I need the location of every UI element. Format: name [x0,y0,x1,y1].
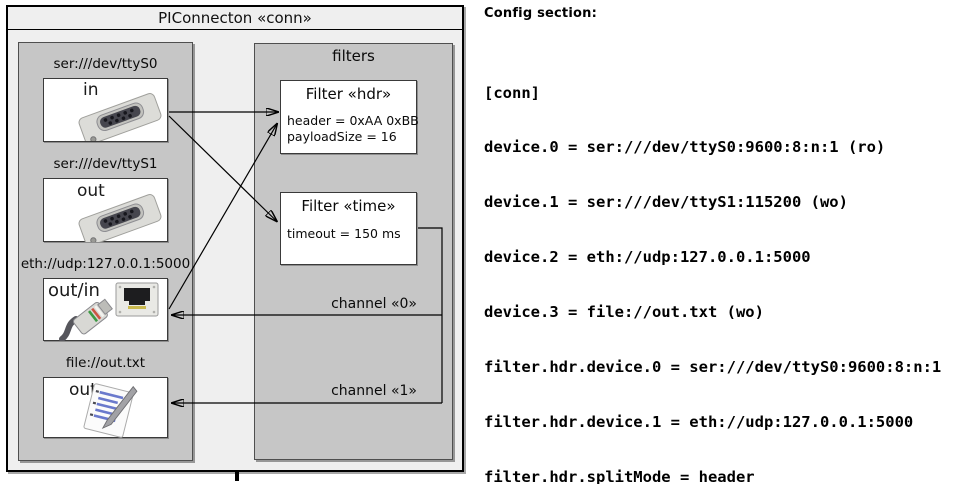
config-line: device.2 = eth://udp:127.0.0.1:5000 [484,248,811,267]
device-port-label: out [69,380,97,400]
device-port-label: out [77,181,105,201]
config-heading: Config section: [484,6,597,21]
config-line: filter.hdr.device.0 = ser:///dev/ttyS0:9… [484,358,942,377]
device-port-label: out/in [48,280,100,301]
devices-panel: ser:///dev/ttyS0 in ser [18,42,193,461]
config-line: filter.hdr.splitMode = header [484,467,755,484]
db9-serial-connector-icon [78,194,162,242]
filter-hdr-property: payloadSize = 16 [287,129,397,144]
device-box-eth: out/in [43,278,168,341]
config-line: device.3 = file://out.txt (wo) [484,303,764,322]
notepad-icon [83,383,138,438]
filter-time-box: Filter «time» timeout = 150 ms [280,192,417,265]
config-line: filter.hdr.device.1 = eth://udp:127.0.0.… [484,412,914,431]
diagram-anchor-tick [235,470,239,481]
device-port-label: in [83,80,99,100]
piconnecton-diagram: PIConnecton «conn» ser:///dev/ttyS0 in [6,5,464,472]
config-line: device.1 = ser:///dev/ttyS1:115200 (wo) [484,193,848,212]
filter-time-property: timeout = 150 ms [287,226,401,241]
ethernet-plug-icon [59,298,113,341]
channel-1-label: channel «1» [331,383,417,399]
device-label-file: file://out.txt [65,355,146,371]
filter-hdr-property: header = 0xAA 0xBB [287,113,419,128]
db9-serial-connector-icon [78,93,162,141]
device-label-ttys0: ser:///dev/ttyS0 [53,56,158,72]
device-label-ttys1: ser:///dev/ttyS1 [53,156,158,172]
channel-0-label: channel «0» [331,296,417,312]
config-section-header: [conn] [484,83,540,102]
filters-panel: filters Filter «hdr» header = 0xAA 0xBB … [254,43,453,460]
device-box-ttys1: out [43,178,168,242]
filter-time-title: Filter «time» [301,197,396,215]
filter-hdr-title: Filter «hdr» [305,85,392,103]
device-label-eth: eth://udp:127.0.0.1:5000 [20,256,191,272]
filters-panel-title: filters [332,47,375,65]
config-section: Config section: [conn] device.0 = ser://… [484,6,962,484]
config-body: [conn] device.0 = ser:///dev/ttyS0:9600:… [484,47,951,484]
device-box-file: out [43,377,168,438]
device-box-ttys0: in [43,78,168,142]
ethernet-port-icon [115,282,159,317]
config-line: device.0 = ser:///dev/ttyS0:9600:8:n:1 (… [484,138,886,157]
filter-hdr-box: Filter «hdr» header = 0xAA 0xBB payloadS… [280,80,419,154]
diagram-title: PIConnecton «conn» [8,7,462,30]
